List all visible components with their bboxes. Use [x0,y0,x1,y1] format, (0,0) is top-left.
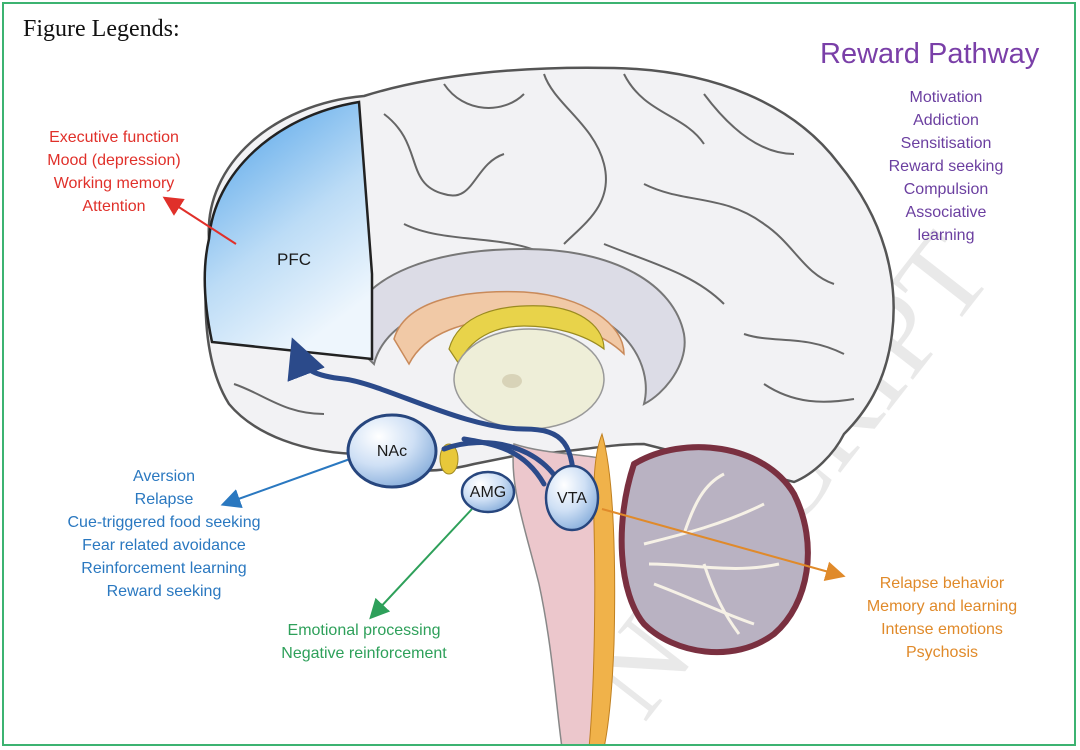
amg-arrow [369,508,473,620]
thalamus-spot [502,374,522,388]
reward-item: Compulsion [903,181,989,198]
reward-item: Reward seeking [888,158,1004,175]
vta-function: Psychosis [905,644,979,661]
vta-arrow [601,508,846,581]
amg-function: Negative reinforcement [281,645,447,662]
reward-item: learning [917,227,975,244]
reward-pathway-list: Motivation Addiction Sensitisation Rewar… [866,86,1026,247]
diagram-title: Reward Pathway [820,38,1040,70]
brain-diagram: NUSCRIPT [162,66,1016,744]
vta-functions: Relapse behavior Memory and learning Int… [842,572,1042,664]
hippocampus-blob [439,443,459,475]
reward-item: Motivation [909,89,983,106]
vta-function: Memory and learning [866,598,1018,615]
pfc-function: Executive function [49,129,179,146]
pfc-label: PFC [277,250,311,269]
amg-function: Emotional processing [287,622,441,639]
pfc-functions: Executive function Mood (depression) Wor… [24,126,204,218]
nac-function: Fear related avoidance [82,537,246,554]
vta-node: VTA [544,464,600,532]
reward-item: Associative [905,204,987,221]
cerebellum [618,444,811,656]
thalamus [453,328,605,430]
amg-label: AMG [470,484,506,501]
nac-arrow [220,458,351,509]
figure-legends-heading: Figure Legends: [23,16,180,42]
pfc-arrow [162,196,237,245]
amg-node: AMG [460,470,516,514]
nac-function: Reward seeking [106,583,222,600]
nac-function: Relapse [134,491,194,508]
pfc-function: Mood (depression) [47,152,181,169]
reward-item: Addiction [913,112,979,129]
vta-function: Relapse behavior [879,575,1005,592]
inner-ring-yellow [448,305,605,366]
reward-item: Sensitisation [900,135,992,152]
nac-label: NAc [377,443,407,460]
pfc-region [203,100,374,361]
vta-label: VTA [557,490,587,507]
pfc-function: Working memory [53,175,175,192]
amg-functions: Emotional processing Negative reinforcem… [254,619,474,665]
nac-node: NAc [346,413,438,489]
nac-function: Reinforcement learning [81,560,247,577]
nac-function: Cue-triggered food seeking [67,514,261,531]
cerebellum-branches [643,472,780,635]
nac-function: Aversion [133,468,195,485]
nac-functions: Aversion Relapse Cue-triggered food seek… [44,465,284,603]
corpus-callosum [347,247,686,406]
vta-function: Intense emotions [881,621,1003,638]
pfc-function: Attention [82,198,146,215]
